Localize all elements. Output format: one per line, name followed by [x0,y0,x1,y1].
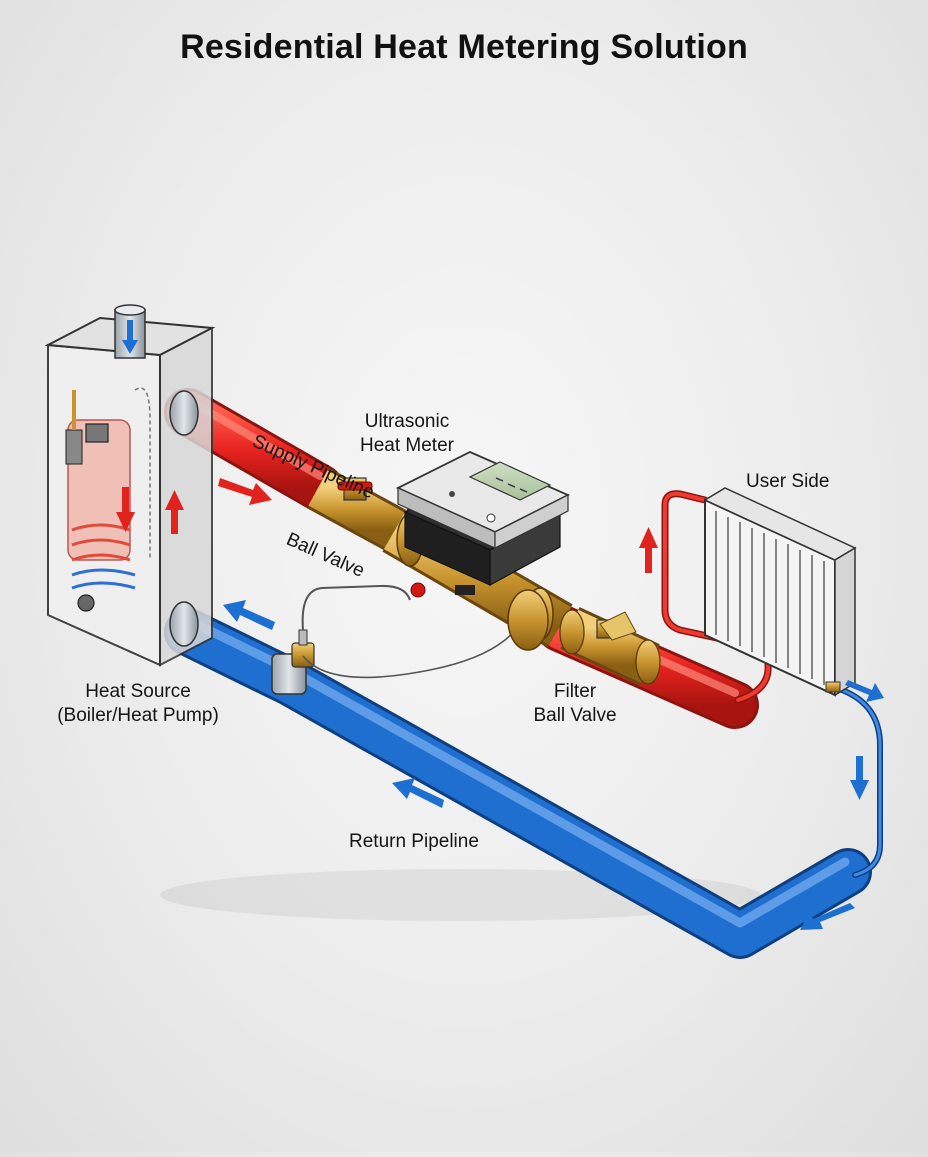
return-flow-arrow-source [223,600,275,630]
radiator-outlet-arrow [845,680,884,702]
filter-ball-valve [507,589,661,686]
radiator-supply-tube [661,490,772,704]
return-flow-arrow-mid [392,778,444,808]
return-pipeline-label: Return Pipeline [349,831,479,852]
heat-source-label-line1: Heat Source [85,681,191,702]
internal-up-arrow [165,490,184,534]
radiator [703,487,857,697]
internal-down-arrow [116,487,135,532]
heat-meter-label-line2: Heat Meter [360,435,454,456]
flue-pipe [114,304,146,359]
radiator-supply-up-arrow [639,527,658,573]
return-pipeline [160,608,872,959]
heat-source-label: Heat Source (Boiler/Heat Pump) [40,680,236,728]
heat-meter-label: Ultrasonic Heat Meter [352,410,462,458]
return-flow-arrow-bottom [800,903,855,930]
supply-ball-valve [306,467,407,551]
filter-ball-valve-label-line2: Ball Valve [533,705,617,726]
heat-source-unit [44,304,216,667]
heat-source-label-line2: (Boiler/Heat Pump) [57,705,219,726]
supply-flow-arrow [218,478,272,505]
user-side-label: User Side [746,471,830,492]
diagram-title: Residential Heat Metering Solution [180,28,748,66]
return-down-arrow [850,756,869,800]
filter-ball-valve-label: Filter Ball Valve [520,680,630,728]
filter-ball-valve-label-line1: Filter [553,681,597,702]
radiator-return-tube [839,687,883,878]
heat-meter-label-line1: Ultrasonic [364,411,450,432]
